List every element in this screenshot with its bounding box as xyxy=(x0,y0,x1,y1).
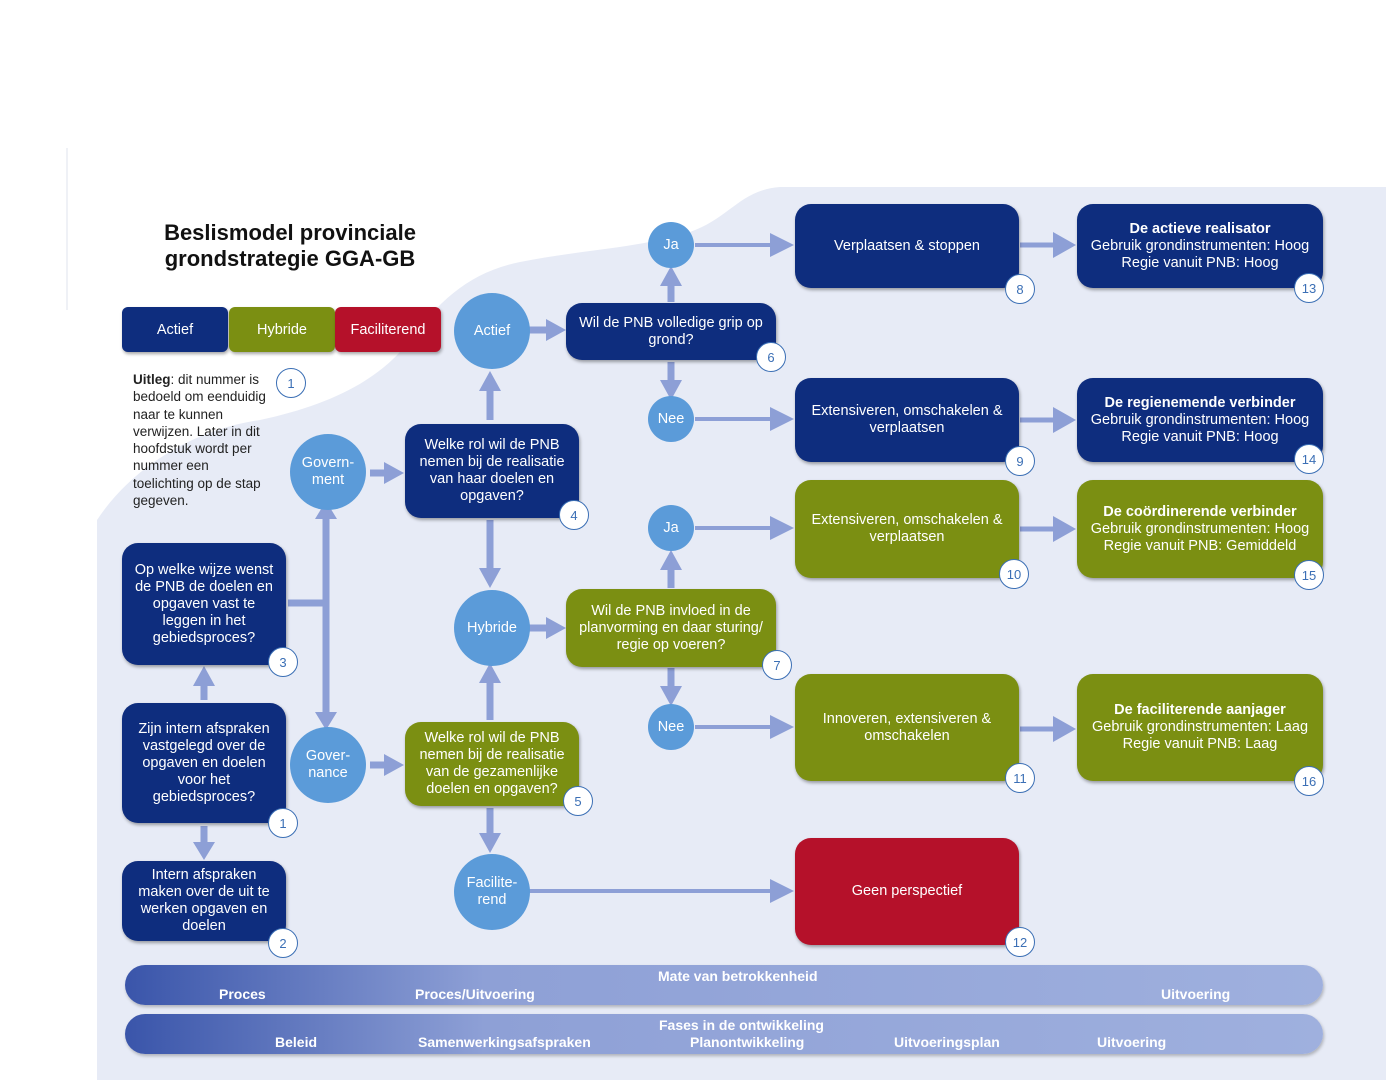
circle-hybride: Hybride xyxy=(454,590,530,666)
legend-hybride: Hybride xyxy=(229,307,335,352)
number-badge-4: 4 xyxy=(559,500,589,530)
bar-mate-title: Mate van betrokkenheid xyxy=(658,968,818,984)
number-badge-3: 3 xyxy=(268,647,298,677)
bar-mate-van-betrokkenheid: Mate van betrokkenheid Proces Proces/Uit… xyxy=(125,965,1323,1005)
outcome-16-line-1: Gebruik grondinstrumenten: Laag xyxy=(1091,719,1309,735)
box-verplaatsen-stoppen: Verplaatsen & stoppen xyxy=(795,204,1019,288)
box-invloed-planvorming: Wil de PNB invloed in de planvorming en … xyxy=(566,589,776,667)
number-badge-5: 5 xyxy=(563,786,593,816)
outcome-13-line-2: Regie vanuit PNB: Hoog xyxy=(1121,254,1279,271)
box-7-text: Wil de PNB invloed in de planvorming en … xyxy=(579,602,763,653)
outcome-15-title: De coördinerende verbinder xyxy=(1103,503,1297,520)
explanation-text: Uitleg: dit nummer is bedoeld om eenduid… xyxy=(133,371,273,509)
circle-nee-invloed: Nee xyxy=(648,704,694,750)
bar-fases-label-uitvoeringsplan: Uitvoeringsplan xyxy=(894,1034,1000,1050)
box-rol-eigen-doelen: Welke rol wil de PNB nemen bij de realis… xyxy=(405,424,579,518)
box-3-text: Op welke wijze wenst de PNB de doelen en… xyxy=(134,561,274,646)
box-1-wijze-vastleggen: Op welke wijze wenst de PNB de doelen en… xyxy=(122,543,286,665)
outcome-16-title: De faciliterende aanjager xyxy=(1114,702,1286,718)
box-extensiveren-blue: Extensiveren, omschakelen & verplaatsen xyxy=(795,378,1019,462)
box-geen-perspectief: Geen perspectief xyxy=(795,838,1019,945)
bar-fases-in-de-ontwikkeling: Fases in de ontwikkeling Beleid Samenwer… xyxy=(125,1014,1323,1054)
bar-mate-label-proces: Proces xyxy=(219,986,266,1002)
legend-faciliterend: Faciliterend xyxy=(335,307,441,352)
explanation-number-badge: 1 xyxy=(276,368,306,398)
flow-arrows xyxy=(200,242,1053,893)
number-badge-10: 10 xyxy=(999,559,1029,589)
bar-fases-title: Fases in de ontwikkeling xyxy=(659,1017,824,1033)
box-2-text: Intern afspraken maken over de uit te we… xyxy=(138,867,270,934)
box-innoveren: Innoveren, extensiveren & omschakelen xyxy=(795,674,1019,781)
box-12-text: Geen perspectief xyxy=(851,883,963,899)
outcome-13-title: De actieve realisator xyxy=(1129,220,1271,237)
box-1-text: Zijn intern afspraken vastgelegd over de… xyxy=(138,720,270,805)
number-badge-11: 11 xyxy=(1005,763,1035,793)
box-5-text: Welke rol wil de PNB nemen bij de realis… xyxy=(419,730,565,797)
legend-actief: Actief xyxy=(122,307,228,352)
number-badge-9: 9 xyxy=(1005,446,1035,476)
title-line-2: grondstrategie GGA-GB xyxy=(164,246,416,271)
number-badge-15: 15 xyxy=(1294,560,1324,590)
number-badge-13: 13 xyxy=(1294,273,1324,303)
explanation-body: : dit nummer is bedoeld om eenduidig naa… xyxy=(133,372,266,509)
circle-nee-grip: Nee xyxy=(648,396,694,442)
bar-mate-label-uitvoering: Uitvoering xyxy=(1161,986,1231,1002)
circle-ja-invloed: Ja xyxy=(648,505,694,551)
circle-ja-grip: Ja xyxy=(648,222,694,268)
outcome-16-line-2: Regie vanuit PNB: Laag xyxy=(1122,736,1278,752)
outcome-14-title: De regienemende verbinder xyxy=(1104,394,1296,411)
number-badge-1: 1 xyxy=(268,808,298,838)
bar-fases-label-samenwerkingsafspraken: Samenwerkingsafspraken xyxy=(418,1034,591,1050)
box-4-text: Welke rol wil de PNB nemen bij de realis… xyxy=(419,437,565,504)
outcome-15-line-2: Regie vanuit PNB: Gemiddeld xyxy=(1103,537,1297,554)
circle-faciliterend: Facilite- rend xyxy=(454,854,530,930)
box-extensiveren-green: Extensiveren, omschakelen & verplaatsen xyxy=(795,480,1019,578)
page-title: Beslismodel provinciale grondstrategie G… xyxy=(130,220,450,272)
bar-fases-label-planontwikkeling: Planontwikkeling xyxy=(690,1034,805,1050)
outcome-15-line-1: Gebruik grondinstrumenten: Hoog xyxy=(1090,520,1310,537)
number-badge-16: 16 xyxy=(1294,766,1324,796)
bar-mate-label-proces-uitvoering: Proces/Uitvoering xyxy=(415,986,535,1002)
box-8-text: Verplaatsen & stoppen xyxy=(834,237,980,254)
number-badge-8: 8 xyxy=(1005,274,1035,304)
outcome-14-line-2: Regie vanuit PNB: Hoog xyxy=(1121,428,1279,445)
box-volledige-grip: Wil de PNB volledige grip op grond? xyxy=(566,303,776,360)
number-badge-12: 12 xyxy=(1005,927,1035,957)
arrow-heads xyxy=(193,232,1076,903)
number-badge-7: 7 xyxy=(762,650,792,680)
number-badge-14: 14 xyxy=(1294,444,1324,474)
box-intern-afspraken-maken: Intern afspraken maken over de uit te we… xyxy=(122,861,286,941)
outcome-14-line-1: Gebruik grondinstrumenten: Hoog xyxy=(1090,411,1310,428)
circle-governance: Gover- nance xyxy=(290,727,366,803)
box-6-text: Wil de PNB volledige grip op grond? xyxy=(579,314,763,348)
bar-fases-label-beleid: Beleid xyxy=(275,1034,318,1050)
box-10-text: Extensiveren, omschakelen & verplaatsen xyxy=(811,512,1003,545)
outcome-13-line-1: Gebruik grondinstrumenten: Hoog xyxy=(1090,237,1310,254)
explanation-label: Uitleg xyxy=(133,372,171,387)
box-rol-gezamenlijke-doelen: Welke rol wil de PNB nemen bij de realis… xyxy=(405,722,579,806)
number-badge-6: 6 xyxy=(756,342,786,372)
box-9-text: Extensiveren, omschakelen & verplaatsen xyxy=(811,403,1003,436)
title-line-1: Beslismodel provinciale xyxy=(164,220,416,245)
box-11-text: Innoveren, extensiveren & omschakelen xyxy=(822,710,992,744)
bar-fases-label-uitvoering: Uitvoering xyxy=(1097,1034,1167,1050)
number-badge-2: 2 xyxy=(268,928,298,958)
box-intern-afspraken-vastgelegd: Zijn intern afspraken vastgelegd over de… xyxy=(122,703,286,823)
circle-government: Govern- ment xyxy=(290,434,366,510)
circle-actief: Actief xyxy=(454,293,530,369)
